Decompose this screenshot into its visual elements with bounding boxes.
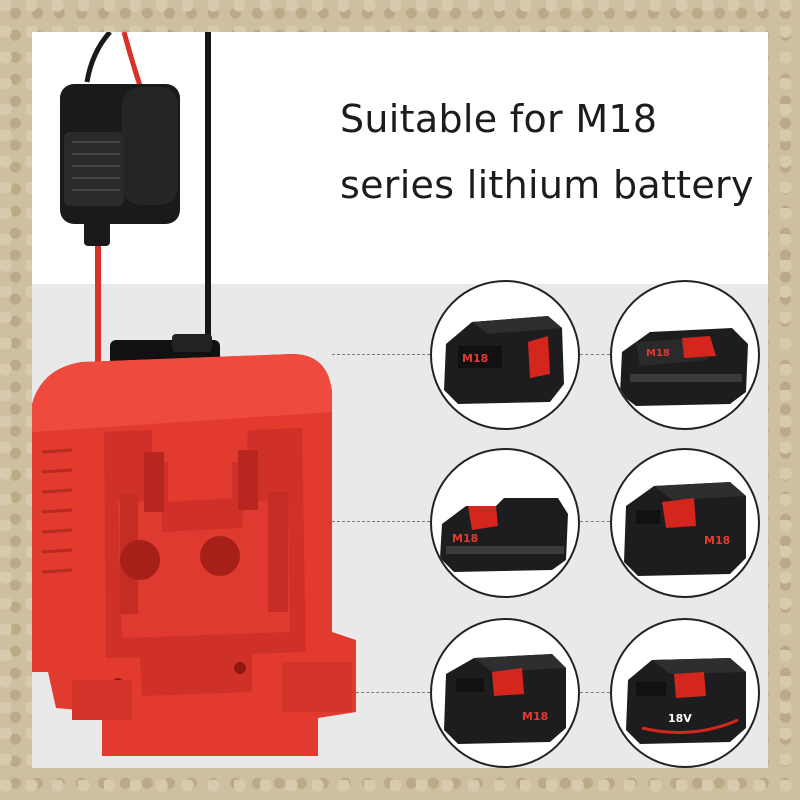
battery-label-5: M18 xyxy=(522,710,548,723)
battery-compact-icon: M18 xyxy=(440,498,568,572)
battery-circle-3: M18 xyxy=(430,448,580,598)
product-image-card: Suitable for M18 series lithium battery … xyxy=(32,32,768,768)
battery-circle-4: M18 xyxy=(610,448,760,598)
battery-circle-1: M18 xyxy=(430,280,580,430)
battery-adapter-illustration xyxy=(32,32,356,756)
battery-label-2: M18 xyxy=(646,348,670,359)
adapter-body xyxy=(32,354,356,756)
battery-extended-icon: 18V xyxy=(626,658,746,744)
connector-line-right-middle xyxy=(580,521,610,522)
battery-extended-icon: M18 xyxy=(444,654,566,744)
battery-label-6: 18V xyxy=(668,712,692,725)
connector-line-middle xyxy=(332,521,430,522)
headline: Suitable for M18 series lithium battery xyxy=(340,86,760,218)
connector-line-right-bottom xyxy=(580,692,610,693)
battery-circle-5: M18 xyxy=(430,618,580,768)
connector-line-right-top xyxy=(580,354,610,355)
battery-label-1: M18 xyxy=(462,352,488,365)
battery-label-4: M18 xyxy=(704,534,730,547)
connector-line-bottom xyxy=(356,692,430,693)
battery-label-3: M18 xyxy=(452,532,478,545)
battery-extended-icon: M18 xyxy=(624,482,746,576)
fuse-holder xyxy=(60,84,180,246)
battery-circle-2: M18 xyxy=(610,280,760,430)
black-cable-top xyxy=(84,32,112,83)
connector-line-top xyxy=(332,354,430,355)
headline-line-2: series lithium battery xyxy=(340,163,754,207)
battery-compact-icon: M18 xyxy=(444,316,564,404)
headline-line-1: Suitable for M18 xyxy=(340,97,658,141)
battery-circle-6: 18V xyxy=(610,618,760,768)
battery-compact-icon: M18 xyxy=(620,328,748,406)
